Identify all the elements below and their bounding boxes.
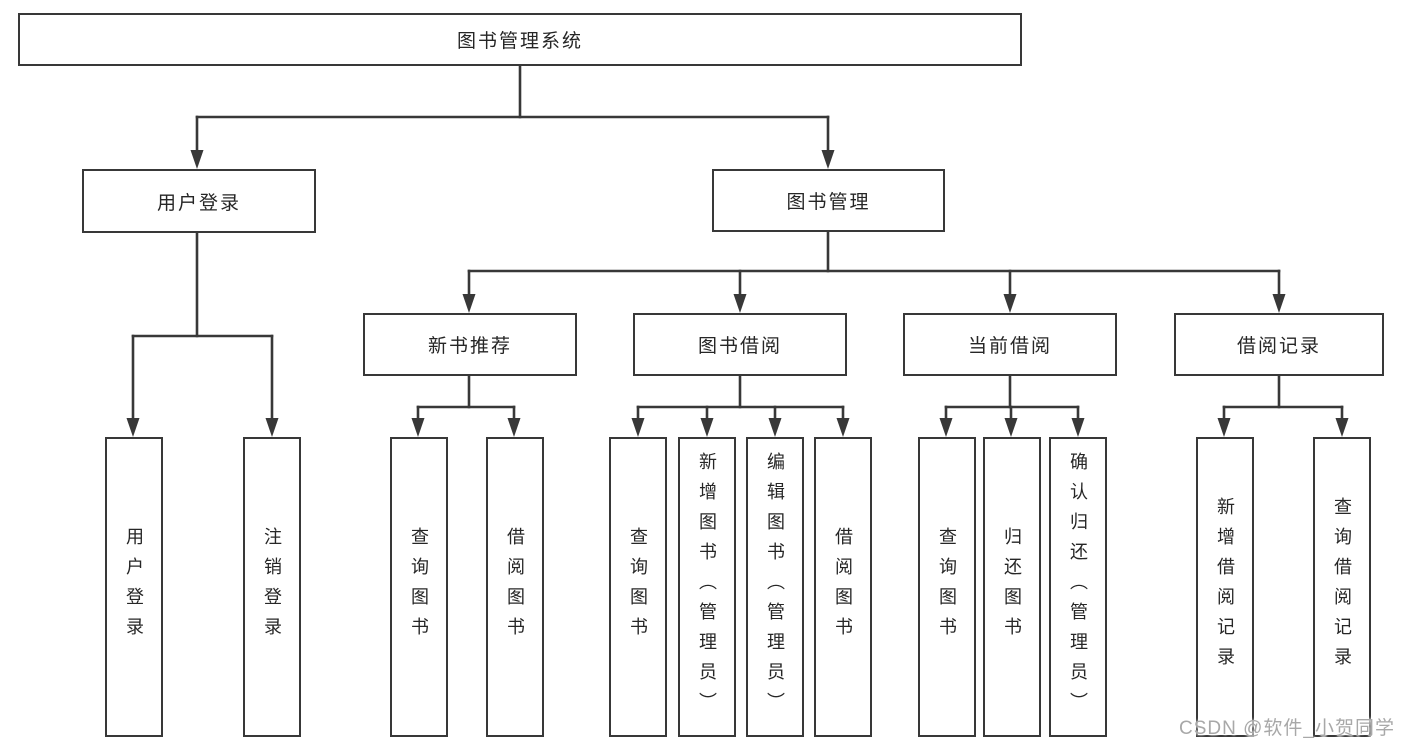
leaf-query-borrow-record: 查询借阅记录 xyxy=(1313,437,1371,737)
leaf-borrow-books-recommend: 借阅图书 xyxy=(486,437,544,737)
leaf-query-books-borrow: 查询图书 xyxy=(609,437,667,737)
leaf-user-login: 用户登录 xyxy=(105,437,163,737)
leaf-label: 查询图书 xyxy=(409,527,429,647)
leaf-add-borrow-record: 新增借阅记录 xyxy=(1196,437,1254,737)
leaf-label: 查询借阅记录 xyxy=(1332,497,1352,677)
leaf-label: 编辑图书（管理员） xyxy=(765,452,785,722)
node-library-management-system: 图书管理系统 xyxy=(18,13,1022,66)
leaf-label: 用户登录 xyxy=(124,527,144,647)
leaf-label: 注销登录 xyxy=(262,527,282,647)
node-user-login: 用户登录 xyxy=(82,169,316,233)
node-current-borrowing: 当前借阅 xyxy=(903,313,1117,376)
leaf-label: 新增图书（管理员） xyxy=(697,452,717,722)
leaf-label: 确认归还（管理员） xyxy=(1068,452,1088,722)
leaf-label: 查询图书 xyxy=(937,527,957,647)
node-book-management: 图书管理 xyxy=(712,169,945,232)
node-new-book-recommendation: 新书推荐 xyxy=(363,313,577,376)
leaf-confirm-return-admin: 确认归还（管理员） xyxy=(1049,437,1107,737)
leaf-edit-books-admin: 编辑图书（管理员） xyxy=(746,437,804,737)
leaf-return-books: 归还图书 xyxy=(983,437,1041,737)
leaf-label: 新增借阅记录 xyxy=(1215,497,1235,677)
arrowhead-icons xyxy=(126,150,1349,437)
leaf-label: 借阅图书 xyxy=(505,527,525,647)
node-borrowing-records: 借阅记录 xyxy=(1174,313,1384,376)
leaf-logout: 注销登录 xyxy=(243,437,301,737)
leaf-query-books-current: 查询图书 xyxy=(918,437,976,737)
leaf-borrow-books: 借阅图书 xyxy=(814,437,872,737)
leaf-label: 借阅图书 xyxy=(833,527,853,647)
leaf-query-books-recommend: 查询图书 xyxy=(390,437,448,737)
leaf-label: 归还图书 xyxy=(1002,527,1022,647)
leaf-add-books-admin: 新增图书（管理员） xyxy=(678,437,736,737)
node-book-borrowing: 图书借阅 xyxy=(633,313,847,376)
watermark: CSDN @软件_小贺同学 xyxy=(1179,718,1395,739)
leaf-label: 查询图书 xyxy=(628,527,648,647)
